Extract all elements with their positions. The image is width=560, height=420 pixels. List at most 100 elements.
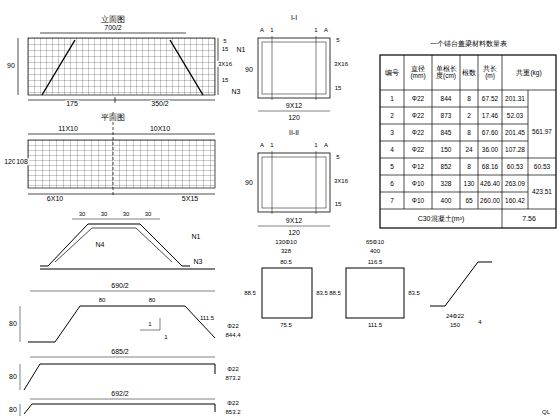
drawing-label: 15 bbox=[334, 85, 343, 91]
drawing-label: 67.52 bbox=[481, 95, 499, 102]
drawing-label: Φ22 bbox=[411, 146, 425, 153]
drawing-label: N1 bbox=[236, 46, 247, 53]
drawing-label: 400 bbox=[369, 248, 381, 254]
drawing-label: 9X12 bbox=[285, 102, 303, 109]
drawing-label: 2 bbox=[389, 112, 395, 119]
drawing-label: 700/2 bbox=[103, 24, 123, 31]
drawing-label: 111.5 bbox=[367, 322, 383, 328]
drawing-label: 6X10 bbox=[46, 195, 64, 202]
drawing-label: 30 bbox=[144, 211, 153, 217]
drawing-label: 24Φ22 bbox=[445, 313, 465, 319]
drawing-label: 350/2 bbox=[150, 100, 170, 107]
drawing-label: 400 bbox=[440, 197, 453, 204]
drawing-label: 7 bbox=[389, 197, 395, 204]
drawing-label: 80 bbox=[98, 297, 107, 303]
drawing-label: 561.97 bbox=[531, 129, 553, 136]
drawing-label: N3 bbox=[231, 88, 242, 95]
drawing-label: 690/2 bbox=[110, 282, 130, 289]
drawing-label: 24 bbox=[464, 146, 473, 153]
drawing-label: 10X10 bbox=[149, 125, 171, 132]
drawing-label: 853.2 bbox=[224, 409, 241, 415]
drawing-label: 15 bbox=[221, 77, 230, 83]
drawing-label: 36.00 bbox=[481, 146, 499, 153]
drawing-label: 80 bbox=[148, 297, 157, 303]
drawing-label: 30 bbox=[100, 211, 109, 217]
drawing-label: 685/2 bbox=[110, 348, 130, 355]
cross-sections bbox=[258, 36, 330, 226]
drawing-label: 692/2 bbox=[110, 390, 130, 397]
drawing-label: 3X16 bbox=[217, 61, 233, 67]
drawing-label: 175 bbox=[65, 100, 79, 107]
drawing-label: QL bbox=[541, 409, 551, 415]
drawing-label: 8 bbox=[466, 129, 472, 136]
drawing-label: 1 bbox=[147, 321, 152, 327]
drawing-label: 1 bbox=[389, 95, 395, 102]
drawing-label: A bbox=[323, 142, 329, 148]
drawing-label: 15 bbox=[221, 46, 230, 52]
drawing-label: 120 bbox=[287, 114, 301, 121]
drawing-label: 328 bbox=[280, 248, 292, 254]
drawing-label: 201.45 bbox=[504, 129, 526, 136]
drawing-label: 4 bbox=[389, 146, 395, 153]
drawing-label: 共重(kg) bbox=[503, 70, 555, 77]
drawing-label: N4 bbox=[95, 241, 106, 248]
drawing-label: 一个锚台盖梁材料数量表 bbox=[429, 40, 508, 47]
drawing-label: 立面图 bbox=[100, 16, 126, 24]
drawing-label: 5X15 bbox=[181, 195, 199, 202]
drawing-label: 873.2 bbox=[224, 375, 241, 381]
drawing-label: 150 bbox=[440, 146, 453, 153]
drawing-label: 107.28 bbox=[504, 146, 526, 153]
drawing-label: A bbox=[259, 27, 265, 33]
drawing-label: N1 bbox=[191, 233, 202, 240]
drawing-label: 88.5 bbox=[243, 290, 257, 296]
drawing-label: 5 bbox=[335, 154, 340, 160]
drawing-label: 90 bbox=[244, 66, 254, 73]
drawing-label: 150 bbox=[449, 322, 461, 328]
drawing-label: 6 bbox=[389, 180, 395, 187]
drawing-label: A bbox=[323, 27, 329, 33]
drawing-label: 共长(m) bbox=[478, 66, 503, 80]
drawing-label: 201.31 bbox=[504, 95, 526, 102]
drawing-label: 5 bbox=[335, 37, 340, 43]
drawing-label: 30 bbox=[122, 211, 131, 217]
drawing-label: A bbox=[259, 142, 265, 148]
drawing-label: 平面图 bbox=[100, 114, 126, 122]
drawing-label: 5 bbox=[389, 163, 395, 170]
drawing-label: 1 bbox=[163, 334, 168, 340]
drawing-label: 67.60 bbox=[481, 129, 499, 136]
drawing-label: 80 bbox=[8, 320, 18, 327]
drawing-label: 9X12 bbox=[285, 217, 303, 224]
drawing-label: Φ10 bbox=[411, 197, 425, 204]
rebar-shapes bbox=[20, 219, 215, 416]
drawing-label: 160.42 bbox=[504, 197, 526, 204]
drawing-label: 90 bbox=[6, 62, 16, 69]
drawing-label: I-I bbox=[290, 14, 298, 21]
drawing-label: 328 bbox=[440, 180, 453, 187]
drawing-label: Φ10 bbox=[411, 180, 425, 187]
drawing-label: 88.5 bbox=[328, 290, 342, 296]
drawing-label: 75.5 bbox=[279, 322, 293, 328]
drawing-label: Φ22 bbox=[411, 112, 425, 119]
drawing-label: 423.51 bbox=[531, 189, 553, 196]
drawing-label: 17.46 bbox=[481, 112, 499, 119]
drawing-label: 5 bbox=[222, 38, 227, 44]
drawing-label: 120 bbox=[287, 229, 301, 236]
drawing-label: 426.40 bbox=[479, 180, 501, 187]
elevation-view bbox=[18, 33, 218, 103]
drawing-label: 873 bbox=[440, 112, 453, 119]
drawing-label: 52.03 bbox=[506, 112, 524, 119]
drawing-label: Φ22 bbox=[226, 366, 239, 372]
drawing-label: 1 bbox=[313, 142, 318, 148]
drawing-label: 8 bbox=[466, 163, 472, 170]
drawing-label: 68.16 bbox=[481, 163, 499, 170]
drawing-label: 65Φ10 bbox=[365, 239, 385, 245]
drawing-label: 根数 bbox=[460, 70, 479, 77]
drawing-label: 130Φ10 bbox=[274, 239, 297, 245]
drawing-label: 845 bbox=[440, 129, 453, 136]
plan-view bbox=[28, 112, 215, 196]
drawing-label: 111.5 bbox=[199, 315, 215, 321]
drawing-label: 90 bbox=[244, 179, 254, 186]
drawing-label: 844 bbox=[440, 95, 453, 102]
drawing-label: 7.56 bbox=[521, 215, 537, 222]
drawing-label: 83.5 bbox=[315, 290, 329, 296]
